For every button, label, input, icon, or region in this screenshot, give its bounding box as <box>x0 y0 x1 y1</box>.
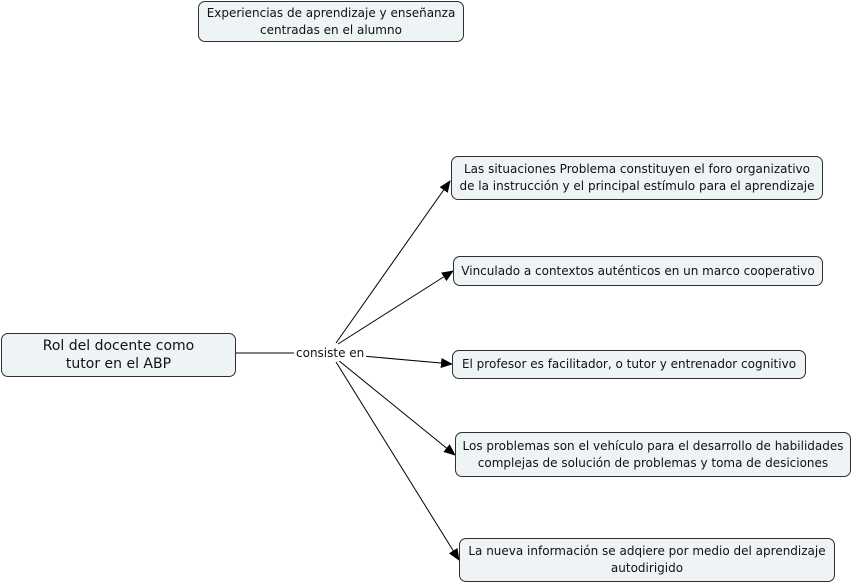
target-node-3-text: El profesor es facilitador, o tutor y en… <box>461 357 797 371</box>
arrow-to-target-3 <box>361 355 453 369</box>
target-node-1[interactable]: Las situaciones Problema constituyen el … <box>451 156 823 200</box>
target-node-2-text: Vinculado a contextos auténticos en un m… <box>461 263 815 278</box>
root-concept-text: Rol del docente como tutor en el ABP <box>42 338 195 372</box>
root-concept-node[interactable]: Rol del docente como tutor en el ABP <box>1 333 236 377</box>
arrow-to-target-2 <box>337 270 454 345</box>
top-concept-text: Experiencias de aprendizaje y enseñanza … <box>206 5 456 37</box>
target-node-2[interactable]: Vinculado a contextos auténticos en un m… <box>453 256 823 286</box>
target-node-4[interactable]: Los problemas son el vehículo para el de… <box>455 432 851 477</box>
arrow-to-target-1 <box>335 180 451 344</box>
arrow-to-target-5 <box>335 361 460 561</box>
target-node-1-text: Las situaciones Problema constituyen el … <box>459 162 815 193</box>
target-node-5[interactable]: La nueva información se adqiere por medi… <box>459 538 835 582</box>
target-node-5-text: La nueva información se adqiere por medi… <box>468 544 826 575</box>
arrow-to-target-4 <box>337 359 456 456</box>
link-label: consiste en <box>294 345 367 361</box>
target-node-4-text: Los problemas son el vehículo para el de… <box>462 438 844 470</box>
target-node-3[interactable]: El profesor es facilitador, o tutor y en… <box>452 350 806 379</box>
top-concept-node[interactable]: Experiencias de aprendizaje y enseñanza … <box>198 1 464 42</box>
